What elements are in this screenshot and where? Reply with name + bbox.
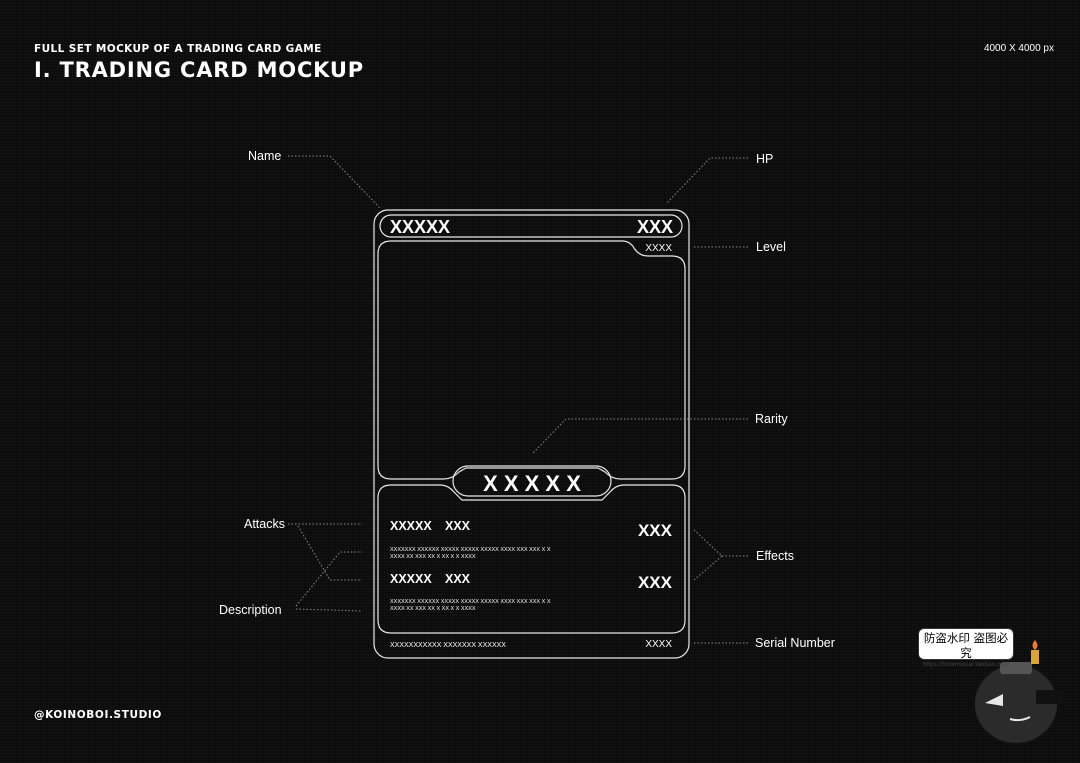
attack1-desc-line2: XXXX XX XXX XX X XX X X XXXX	[390, 554, 476, 560]
watermark-url: https://boomsucai.taobao.com	[922, 661, 1010, 668]
attack1-effect: XXX	[638, 521, 673, 540]
label-attacks: Attacks	[244, 517, 285, 531]
page-title: I. TRADING CARD MOCKUP	[34, 58, 364, 82]
label-level: Level	[756, 240, 786, 254]
attack1-desc-line1: XXXXXXX XXXXXX XXXXX XXXXX XXXXX XXXX XX…	[390, 547, 551, 553]
size-label: 4000 X 4000 px	[983, 43, 1054, 54]
label-hp: HP	[756, 152, 774, 166]
card-name: XXXXX	[390, 217, 450, 237]
attack2-desc-line2: XXXX XX XXX XX X XX X X XXXX	[390, 606, 476, 612]
watermark-bubble: 防盗水印 盗图必究 https://boomsucai.taobao.com	[918, 628, 1014, 668]
leader-hp	[665, 157, 748, 205]
label-effects: Effects	[756, 549, 794, 563]
leader-name	[288, 155, 381, 209]
attack1-name: XXXXX	[390, 519, 432, 533]
attack2-cost: XXX	[445, 572, 471, 586]
label-rarity: Rarity	[755, 412, 788, 426]
studio-credit: @KOINOBOI.STUDIO	[34, 709, 162, 721]
label-serial-number: Serial Number	[755, 636, 835, 650]
serial-left: XXXXXXXXXXX XXXXXXX XXXXXX	[390, 642, 506, 649]
label-description: Description	[219, 603, 282, 617]
leader-attacks-2	[297, 525, 362, 581]
text-panel	[377, 484, 686, 634]
leader-effects	[693, 529, 723, 581]
serial-right: XXXX	[645, 639, 672, 650]
attack1-cost: XXX	[445, 519, 471, 533]
watermark-text: 防盗水印 盗图必究	[923, 631, 1009, 660]
card-rarity: X X X X X	[483, 471, 581, 496]
art-frame	[377, 240, 686, 480]
card-outline	[373, 209, 690, 659]
attack2-desc-line1: XXXXXXX XXXXXX XXXXX XXXXX XXXXX XXXX XX…	[390, 599, 551, 605]
leader-description-2	[295, 551, 362, 607]
card-hp: XXX	[637, 217, 673, 237]
page-subtitle: FULL SET MOCKUP OF A TRADING CARD GAME	[34, 43, 322, 55]
name-bar	[379, 214, 683, 238]
rarity-pill	[452, 465, 612, 497]
leader-description-1	[295, 608, 363, 612]
leader-rarity	[532, 418, 748, 454]
attack2-name: XXXXX	[390, 572, 432, 586]
bomb-mascot-icon	[973, 640, 1062, 745]
label-name: Name	[248, 149, 282, 163]
attack2-effect: XXX	[638, 573, 673, 592]
card-level: XXXX	[645, 243, 672, 254]
